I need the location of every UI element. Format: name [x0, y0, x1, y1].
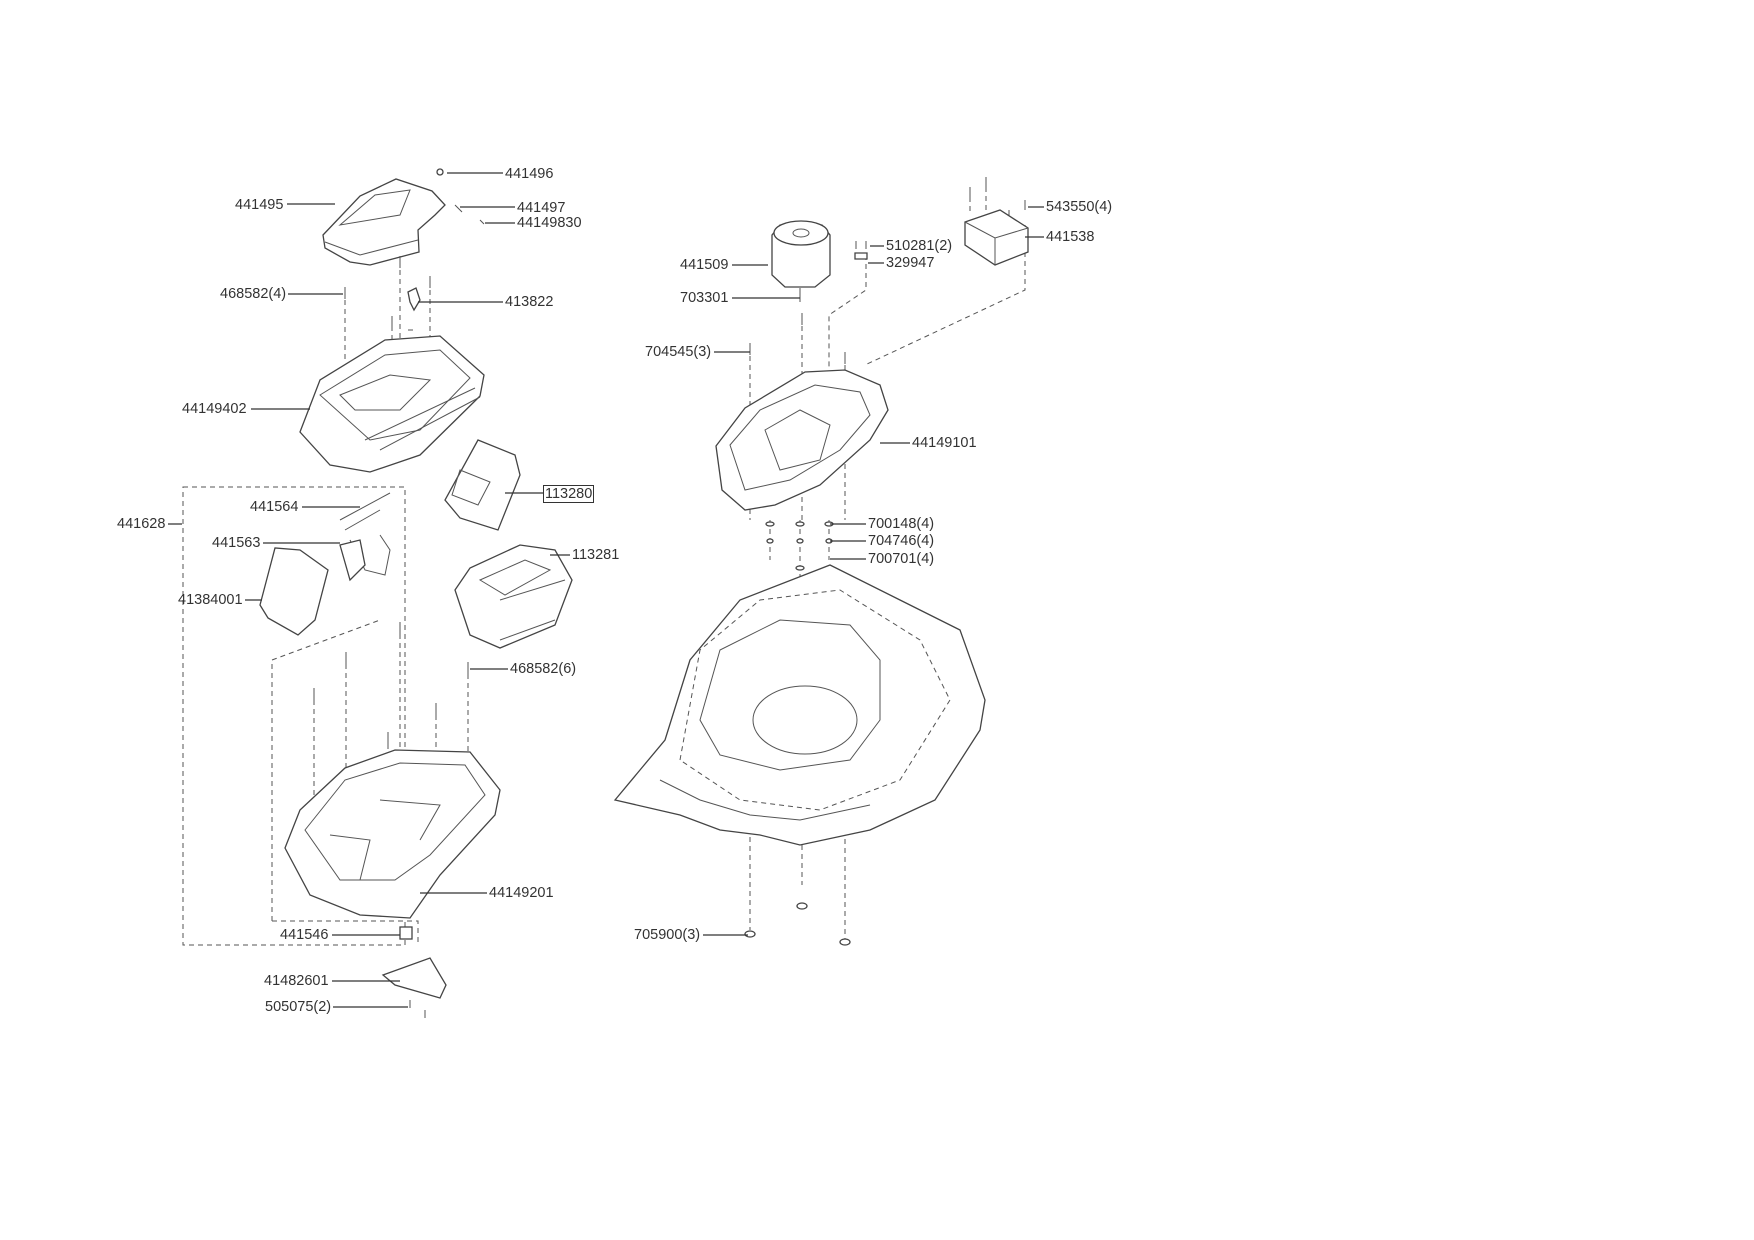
screws: [313, 177, 1026, 1018]
battery-housing-part: [299, 335, 485, 473]
part-label-543550-4: 543550(4): [1046, 199, 1113, 215]
assembly-guides: [182, 187, 1026, 946]
leader-lines: [168, 172, 1044, 1008]
bracket-part: [259, 547, 329, 636]
mower-deck-part: [613, 564, 986, 846]
part-label-505075-2: 505075(2): [265, 999, 332, 1015]
part-label-441563: 441563: [212, 535, 261, 551]
part-label-113280: 113280: [543, 485, 595, 503]
part-label-705900-3: 705900(3): [634, 927, 701, 943]
battery-part: [444, 439, 521, 531]
part-label-44149101: 44149101: [912, 435, 977, 451]
part-label-44149201: 44149201: [489, 885, 554, 901]
part-label-510281-2: 510281(2): [886, 238, 953, 254]
part-label-329947: 329947: [886, 255, 935, 271]
part-label-441538: 441538: [1046, 229, 1095, 245]
part-label-413822: 413822: [505, 294, 554, 310]
part-label-468582-4: 468582(4): [220, 286, 287, 302]
connector-part: [399, 926, 413, 940]
part-label-441564: 441564: [250, 499, 299, 515]
lower-housing-part: [284, 749, 501, 919]
motor-housing-part: [715, 369, 889, 511]
part-label-700148-4: 700148(4): [868, 516, 935, 532]
part-label-703301: 703301: [680, 290, 729, 306]
part-label-441546: 441546: [280, 927, 329, 943]
part-label-441628: 441628: [117, 516, 166, 532]
part-label-41384001: 41384001: [178, 592, 243, 608]
part-label-113281: 113281: [572, 547, 620, 563]
part-label-700701-4: 700701(4): [868, 551, 935, 567]
clip-part: [854, 252, 868, 260]
top-cover-part: [322, 168, 446, 266]
part-label-441509: 441509: [680, 257, 729, 273]
part-label-468582-6: 468582(6): [510, 661, 577, 677]
switch-part: [339, 539, 366, 582]
part-label-704545-3: 704545(3): [645, 344, 712, 360]
part-label-441495: 441495: [235, 197, 284, 213]
part-label-441496: 441496: [505, 166, 554, 182]
part-label-44149830: 44149830: [517, 215, 582, 231]
motor-part: [771, 220, 831, 302]
part-label-44149402: 44149402: [182, 401, 247, 417]
part-label-41482601: 41482601: [264, 973, 329, 989]
part-label-441497: 441497: [517, 200, 566, 216]
mount-part: [381, 957, 447, 999]
part-label-704746-4: 704746(4): [868, 533, 935, 549]
charger-part: [454, 544, 573, 649]
